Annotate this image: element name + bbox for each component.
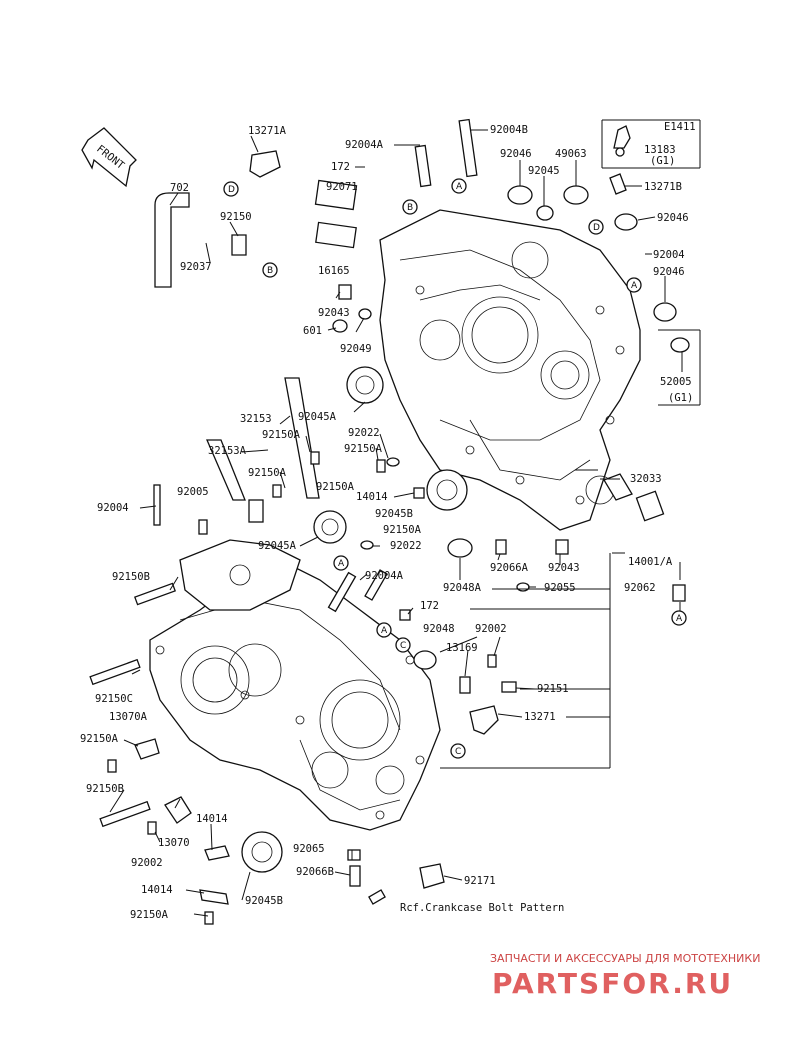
svg-text:C: C <box>455 747 461 757</box>
part-label: 172 <box>331 161 350 173</box>
ref-text: Rcf.Crankcase Bolt Pattern <box>400 902 564 914</box>
part-label: 92066B <box>296 866 334 878</box>
part-label: 92150A <box>344 443 383 455</box>
part-label: 92150 <box>220 211 252 223</box>
bearings <box>241 185 690 873</box>
corner-box: E1411 <box>601 119 701 169</box>
part-label: 92071 <box>326 181 358 193</box>
front-arrow-icon: FRONT <box>81 127 137 188</box>
part-label: 92150B <box>86 783 124 795</box>
part-label: 13271 <box>524 711 556 723</box>
part-label: 92045B <box>375 508 413 520</box>
svg-text:B: B <box>407 203 413 213</box>
part-label: 92043 <box>548 562 580 574</box>
part-label: 92049 <box>340 343 372 355</box>
svg-text:A: A <box>381 626 388 636</box>
svg-text:B: B <box>267 266 273 276</box>
part-label: 92150B <box>112 571 150 583</box>
part-label: 92045 <box>528 165 560 177</box>
callout-circles: D B B A D A A A C C A <box>223 178 687 759</box>
part-label: (G1) <box>668 392 693 404</box>
svg-text:C: C <box>400 641 406 651</box>
part-label: 13271B <box>644 181 682 193</box>
part-label: 52005 <box>660 376 692 388</box>
part-label: 92048 <box>423 623 455 635</box>
part-label: 92002 <box>131 857 163 869</box>
part-label: 172 <box>420 600 439 612</box>
watermark-brand: PARTSFOR.RU <box>492 967 733 1000</box>
part-label: 13169 <box>446 642 478 654</box>
svg-text:A: A <box>631 281 638 291</box>
part-label: 92022 <box>348 427 380 439</box>
part-label: 92004B <box>490 124 528 136</box>
part-label: 92048A <box>443 582 482 594</box>
part-label: 92022 <box>390 540 422 552</box>
part-label: 92171 <box>464 875 496 887</box>
part-label: 702 <box>170 182 189 194</box>
svg-text:A: A <box>456 182 463 192</box>
part-label: 92004 <box>97 502 129 514</box>
part-label: 92043 <box>318 307 350 319</box>
crankcase-left-half <box>149 539 441 831</box>
part-label: 16165 <box>318 265 350 277</box>
part-label: 92004 <box>653 249 685 261</box>
part-label: 14014 <box>141 884 173 896</box>
part-label: 13070 <box>158 837 190 849</box>
small-parts <box>89 118 686 925</box>
part-label: 92150A <box>383 524 422 536</box>
svg-text:D: D <box>593 223 600 233</box>
svg-text:A: A <box>676 614 683 624</box>
part-label: 13183 <box>644 144 676 156</box>
part-label: 92150A <box>316 481 355 493</box>
part-label: 32153 <box>240 413 272 425</box>
part-label: 92002 <box>475 623 507 635</box>
watermark-tagline: ЗАПЧАСТИ И АКСЕССУАРЫ ДЛЯ МОТОТЕХНИКИ <box>490 952 760 965</box>
part-label: 92004A <box>345 139 384 151</box>
watermark: ЗАПЧАСТИ И АКСЕССУАРЫ ДЛЯ МОТОТЕХНИКИ PA… <box>490 952 760 1000</box>
part-label: 13070A <box>109 711 148 723</box>
part-label: 13271A <box>248 125 287 137</box>
part-label: 92046 <box>657 212 689 224</box>
part-label: 92045A <box>258 540 297 552</box>
part-label: 92005 <box>177 486 209 498</box>
part-label: 92004A <box>365 570 404 582</box>
part-label: 32033 <box>630 473 662 485</box>
part-label: 49063 <box>555 148 587 160</box>
svg-text:A: A <box>338 559 345 569</box>
part-label: 92065 <box>293 843 325 855</box>
svg-text:D: D <box>228 185 235 195</box>
part-label: 92037 <box>180 261 212 273</box>
corner-code: E1411 <box>664 121 696 133</box>
part-label: 92045B <box>245 895 283 907</box>
part-label: 92150A <box>130 909 169 921</box>
part-label: 601 <box>303 325 322 337</box>
part-label: 92055 <box>544 582 576 594</box>
part-label: 92150C <box>95 693 133 705</box>
part-label: 92150A <box>248 467 287 479</box>
part-label: 92062 <box>624 582 656 594</box>
part-label: 92046 <box>500 148 532 160</box>
part-label: 92046 <box>653 266 685 278</box>
part-label: 92045A <box>298 411 337 423</box>
part-label: 14001/A <box>628 556 673 568</box>
part-label: 32153A <box>208 445 247 457</box>
leader-lines <box>109 129 701 917</box>
part-label: 92150A <box>262 429 301 441</box>
part-label: 14014 <box>356 491 388 503</box>
part-label: (G1) <box>650 155 675 167</box>
part-label: 92066A <box>490 562 529 574</box>
part-label: 14014 <box>196 813 228 825</box>
part-labels: 13271A 702 92150 92037 92004A 92004B 172… <box>80 124 693 921</box>
part-label: 92150A <box>80 733 119 745</box>
crankcase-right-half <box>379 209 641 531</box>
part-label: 92151 <box>537 683 569 695</box>
